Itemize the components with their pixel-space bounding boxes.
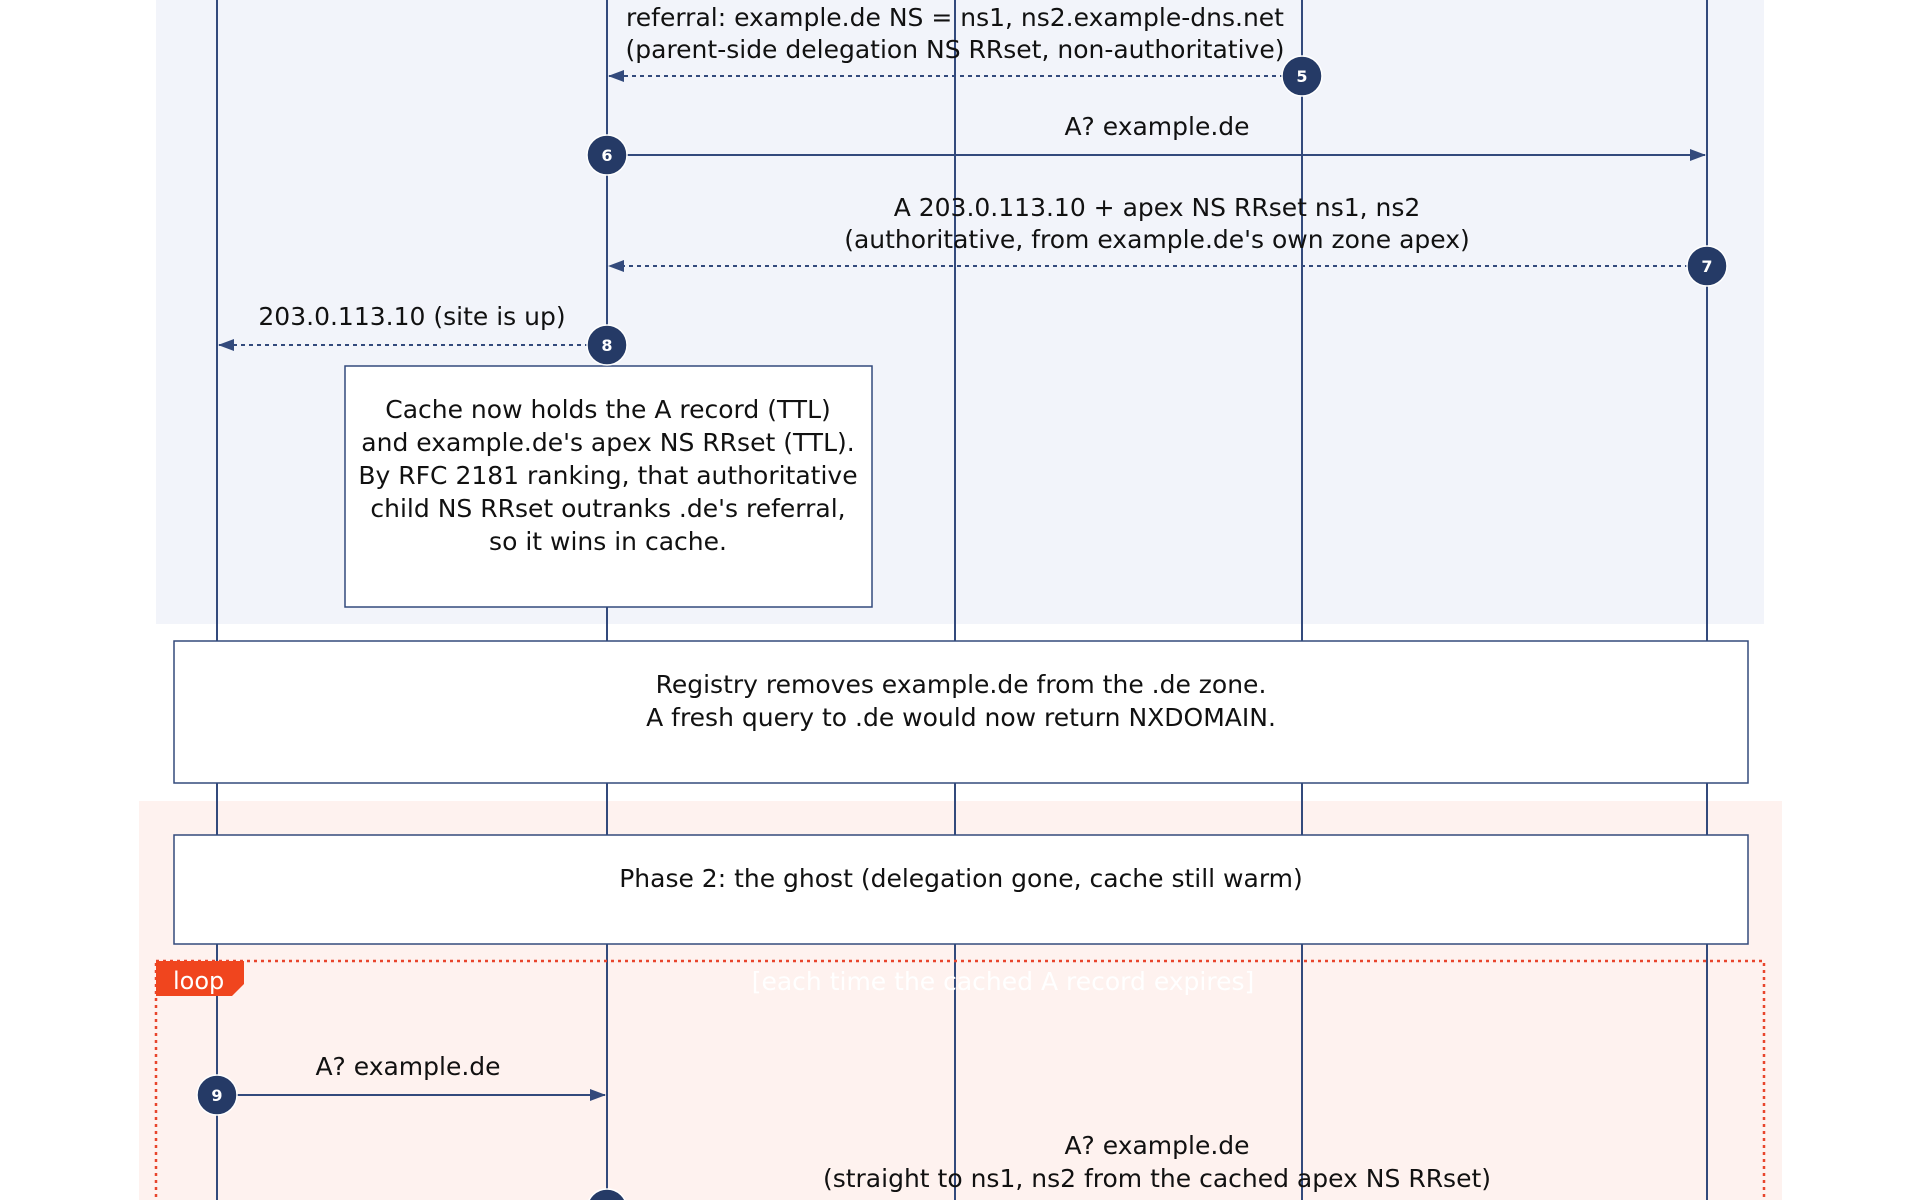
message-9: A? example.de 9	[196, 1052, 606, 1116]
message-6: A? example.de 6	[586, 112, 1706, 176]
message-5-label-line-2: (parent-side delegation NS RRset, non-au…	[626, 35, 1285, 64]
cache-note-line-2: and example.de's apex NS RRset (TTL).	[361, 428, 854, 457]
loop-condition: [each time the cached A record expires]	[752, 967, 1255, 996]
phase2-note-box	[173, 834, 1749, 945]
loop-frame: loop [each time the cached A record expi…	[154, 959, 1766, 1200]
message-9-label-line-1: A? example.de	[315, 1052, 500, 1081]
cache-note-line-1: Cache now holds the A record (TTL)	[385, 395, 831, 424]
loop-border	[154, 959, 1766, 1200]
cache-note-line-3: By RFC 2181 ranking, that authoritative	[358, 461, 857, 490]
message-8-number-badge	[586, 324, 628, 366]
message-10-label-line-1: A? example.de	[1064, 1131, 1249, 1160]
registry-note-line-2: A fresh query to .de would now return NX…	[646, 703, 1276, 732]
cache-note: Cache now holds the A record (TTL) and e…	[344, 365, 873, 608]
message-6-label-line-1: A? example.de	[1064, 112, 1249, 141]
message-5-label-line-1: referral: example.de NS = ns1, ns2.examp…	[626, 3, 1284, 32]
phase2-note-line-1: Phase 2: the ghost (delegation gone, cac…	[619, 864, 1303, 893]
message-8-number: 8	[601, 336, 612, 355]
message-5-number: 5	[1296, 67, 1307, 86]
message-8-label-line-1: 203.0.113.10 (site is up)	[258, 302, 565, 331]
registry-note: Registry removes example.de from the .de…	[173, 640, 1749, 784]
message-10: A? example.de (straight to ns1, ns2 from…	[588, 1131, 1491, 1200]
cache-note-line-4: child NS RRset outranks .de's referral,	[370, 494, 845, 523]
message-7-number-badge	[1686, 245, 1728, 287]
cache-note-line-5: so it wins in cache.	[489, 527, 727, 556]
loop-tag	[156, 961, 244, 996]
message-9-number: 9	[211, 1086, 222, 1105]
message-7: A 203.0.113.10 + apex NS RRset ns1, ns2 …	[608, 193, 1728, 287]
cache-note-box	[344, 365, 873, 608]
lifelines	[216, 0, 1708, 1200]
message-5: referral: example.de NS = ns1, ns2.examp…	[608, 3, 1323, 97]
registry-note-box	[173, 640, 1749, 784]
message-10-label-line-2: (straight to ns1, ns2 from the cached ap…	[823, 1164, 1491, 1193]
message-9-number-badge	[196, 1074, 238, 1116]
registry-note-line-1: Registry removes example.de from the .de…	[656, 670, 1267, 699]
phase2-note: Phase 2: the ghost (delegation gone, cac…	[173, 834, 1749, 945]
message-10-number-badge	[588, 1188, 626, 1200]
message-8: 203.0.113.10 (site is up) 8	[218, 302, 628, 366]
message-6-number-badge	[586, 134, 628, 176]
message-7-number: 7	[1701, 257, 1712, 276]
loop-label: loop	[173, 967, 224, 995]
message-6-number: 6	[601, 146, 612, 165]
message-5-number-badge	[1281, 55, 1323, 97]
message-7-label-line-2: (authoritative, from example.de's own zo…	[844, 225, 1470, 254]
message-7-label-line-1: A 203.0.113.10 + apex NS RRset ns1, ns2	[894, 193, 1421, 222]
